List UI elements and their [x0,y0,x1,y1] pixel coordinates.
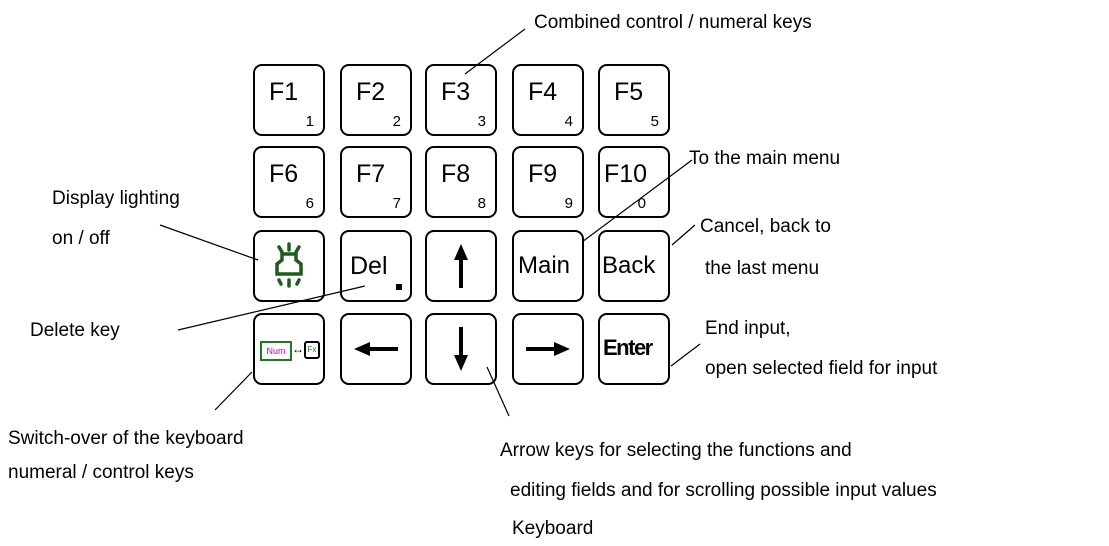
key-enter-label: Enter [603,335,653,360]
callout-line-main-menu [581,159,693,243]
key-arrow-right[interactable] [512,313,584,385]
key-f8[interactable]: F8 8 [425,146,497,218]
arrow-up-icon [454,244,468,288]
key-display-lighting[interactable] [253,230,325,302]
key-main-menu-label: Main [518,252,571,279]
key-f3-numeral: 3 [477,113,486,130]
key-delete-label: Del [350,252,388,280]
callout-line-combined [464,28,526,75]
key-arrow-down[interactable] [425,313,497,385]
key-back-label: Back [602,252,656,279]
callout-line-cancel [671,224,696,246]
label-end-input-line1: End input, [705,318,791,339]
key-f3[interactable]: F3 3 [425,64,497,136]
label-end-input-line2: open selected field for input [705,358,938,379]
key-f9[interactable]: F9 9 [512,146,584,218]
arrow-right-icon [526,342,570,356]
key-f10-label: F10 [604,160,648,188]
label-arrows-line2: editing fields and for scrolling possibl… [510,480,937,501]
callout-line-delete [177,285,366,331]
key-f2[interactable]: F2 2 [340,64,412,136]
label-switch-line1: Switch-over of the keyboard [8,428,244,449]
key-f3-label: F3 [441,78,471,106]
arrow-left-icon [354,342,398,356]
switch-arrow-icon: ↔ [292,342,304,356]
label-lighting-line2: on / off [52,228,110,249]
label-cancel-line2: the last menu [705,258,820,279]
key-f2-numeral: 2 [392,113,401,130]
key-f4-label: F4 [528,78,558,106]
key-f7-numeral: 7 [392,195,401,212]
key-f8-label: F8 [441,160,471,188]
key-f5-numeral: 5 [650,113,659,130]
light-bulb-icon-shape [275,242,303,288]
key-back[interactable]: Back [598,230,670,302]
key-arrow-left[interactable] [340,313,412,385]
key-f6-label: F6 [269,160,299,188]
key-f7[interactable]: F7 7 [340,146,412,218]
key-arrow-up[interactable] [425,230,497,302]
key-f1[interactable]: F1 1 [253,64,325,136]
light-bulb-icon [275,242,303,288]
callout-line-arrows [486,366,510,417]
label-arrows-line1: Arrow keys for selecting the functions a… [500,440,852,461]
key-f1-label: F1 [269,78,299,106]
key-f4-numeral: 4 [564,113,573,130]
callout-line-switch [214,371,253,411]
fx-mode-box: Fx [304,341,320,359]
label-main-menu: To the main menu [689,148,841,169]
key-main-menu[interactable]: Main [512,230,584,302]
label-combined-keys: Combined control / numeral keys [534,12,812,33]
key-f5[interactable]: F5 5 [598,64,670,136]
num-fx-switch-icon: Num ↔ Fx [260,339,320,361]
key-f9-label: F9 [528,160,558,188]
key-f6-numeral: 6 [305,195,314,212]
arrow-down-icon [454,327,468,371]
label-delete-key: Delete key [30,320,120,341]
label-switch-line2: numeral / control keys [8,462,194,483]
key-f9-numeral: 9 [564,195,573,212]
key-enter[interactable]: Enter [598,313,670,385]
diagram-caption: Keyboard [512,518,594,539]
delete-marker [396,284,402,290]
key-f1-numeral: 1 [305,113,314,130]
callout-line-lighting [159,224,259,261]
key-f10-numeral: 0 [637,195,646,212]
label-cancel-line1: Cancel, back to [700,216,831,237]
label-lighting-line1: Display lighting [52,188,180,209]
key-num-fx-switch[interactable]: Num ↔ Fx [253,313,325,385]
key-f8-numeral: 8 [477,195,486,212]
key-f10[interactable]: F10 0 [598,146,670,218]
key-f6[interactable]: F6 6 [253,146,325,218]
key-f4[interactable]: F4 4 [512,64,584,136]
key-f7-label: F7 [356,160,386,188]
num-mode-box: Num [260,341,292,361]
key-delete[interactable]: Del [340,230,412,302]
key-f2-label: F2 [356,78,386,106]
key-f5-label: F5 [614,78,644,106]
callout-line-end-input [670,343,701,367]
